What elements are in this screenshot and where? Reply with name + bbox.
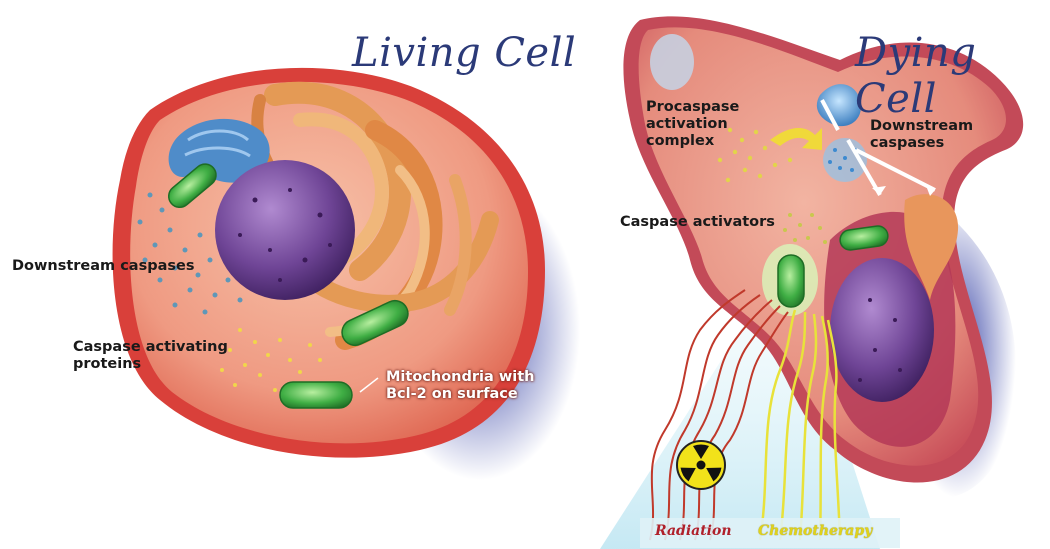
caspase-activating-line2: proteins bbox=[73, 356, 228, 373]
dying-downstream-line2: caspases bbox=[870, 135, 973, 152]
living-cell-title: Living Cell bbox=[352, 30, 576, 76]
dying-nucleus bbox=[830, 258, 934, 402]
caspase-activating-line1: Caspase activating bbox=[73, 339, 228, 356]
procaspase-complex-label: Procaspase activation complex bbox=[646, 99, 739, 150]
radiation-icon bbox=[677, 441, 725, 489]
downstream-caspases-label: Downstream caspases bbox=[12, 258, 194, 275]
procaspase-line1: Procaspase bbox=[646, 99, 739, 116]
living-nucleus bbox=[215, 160, 355, 300]
caspase-activating-label: Caspase activating proteins bbox=[73, 339, 228, 373]
procaspase-line3: complex bbox=[646, 133, 739, 150]
procaspase-line2: activation bbox=[646, 116, 739, 133]
caspase-activators-label: Caspase activators bbox=[620, 214, 775, 231]
dying-vesicle bbox=[650, 34, 694, 90]
dying-downstream-line1: Downstream bbox=[870, 118, 973, 135]
dying-downstream-label: Downstream caspases bbox=[870, 118, 973, 152]
mitochondria-bcl2-line2: Bcl-2 on surface bbox=[386, 386, 534, 403]
mitochondria-bcl2-label: Mitochondria with Bcl-2 on surface bbox=[386, 369, 534, 403]
dying-cell-title: Dying Cell bbox=[855, 30, 1050, 122]
mitochondria-bcl2-line1: Mitochondria with bbox=[386, 369, 534, 386]
chemotherapy-label: Chemotherapy bbox=[758, 523, 872, 539]
radiation-label: Radiation bbox=[655, 523, 732, 539]
